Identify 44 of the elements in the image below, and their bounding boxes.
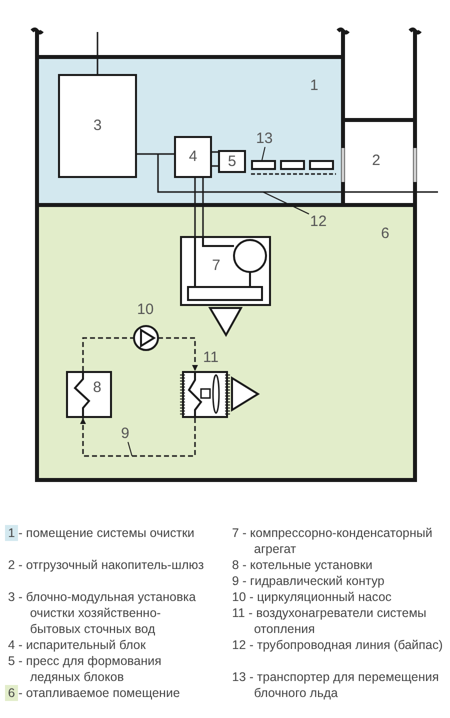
callout-number: 4 [188, 149, 198, 165]
callout-number: 5 [226, 154, 238, 170]
legend-text: 6 - отапливаемое помещение [8, 685, 181, 701]
pipe-line [194, 178, 196, 236]
legend-item-text: 13 - транспортер для перемещения блочного льда [232, 669, 440, 701]
conveyor-block [280, 160, 305, 170]
callout-number: 3 [92, 118, 103, 134]
legend-item-text: 2 - отгрузочный накопитель-шлюз [8, 557, 205, 573]
callout-number: 7 [212, 258, 220, 274]
pipe-line [137, 153, 174, 155]
circuit-line [158, 337, 198, 371]
leader-line [262, 146, 266, 160]
legend-item-text: 10 - циркуляционный насос [232, 589, 393, 605]
legend-item-text: 9 - гидравлический контур [232, 573, 386, 589]
equipment-box [218, 150, 246, 173]
equipment-box [58, 74, 137, 178]
legend-item-text: 5 - пресс для формования ледяных блоков [8, 653, 162, 685]
legend-item-text: 4 - испарительный блок [8, 637, 147, 653]
callout-number: 9 [121, 426, 130, 442]
legend-item-text: 12 - трубопроводная линия (байпас) [232, 637, 444, 653]
pipe-line [96, 32, 98, 74]
legend-item-text: 3 - блочно-модульная установка очистки хозяйственно-бытовых сточных вод [8, 589, 197, 637]
callout-number: 13 [256, 131, 273, 147]
legend-text: 1 - помещение системы очистки [8, 525, 196, 541]
callout-number: 12 [310, 214, 327, 230]
callout-number: 11 [203, 350, 219, 366]
legend-item-text: 11 - воздухонагреватели системы отопления [232, 605, 428, 637]
pipe-line [211, 151, 219, 167]
callout-number: 6 [381, 226, 390, 242]
circuit-line [82, 337, 134, 371]
pipe-line [202, 178, 204, 236]
callout-number: 8 [93, 380, 102, 396]
leader-line [128, 442, 132, 456]
equipment-box [174, 136, 212, 178]
callout-number: 1 [310, 78, 318, 94]
conveyor-block [251, 160, 276, 170]
conveyor-block [309, 160, 334, 170]
callout-number: 2 [372, 153, 380, 169]
leader-line [262, 192, 310, 214]
callout-number: 10 [137, 302, 154, 318]
legend-item-text: 7 - компрессорно-конденсаторный агрегат [232, 525, 434, 557]
circuit-line [80, 418, 196, 457]
legend-item-text: 8 - котельные установки [232, 557, 374, 573]
boiler-box [66, 371, 112, 418]
